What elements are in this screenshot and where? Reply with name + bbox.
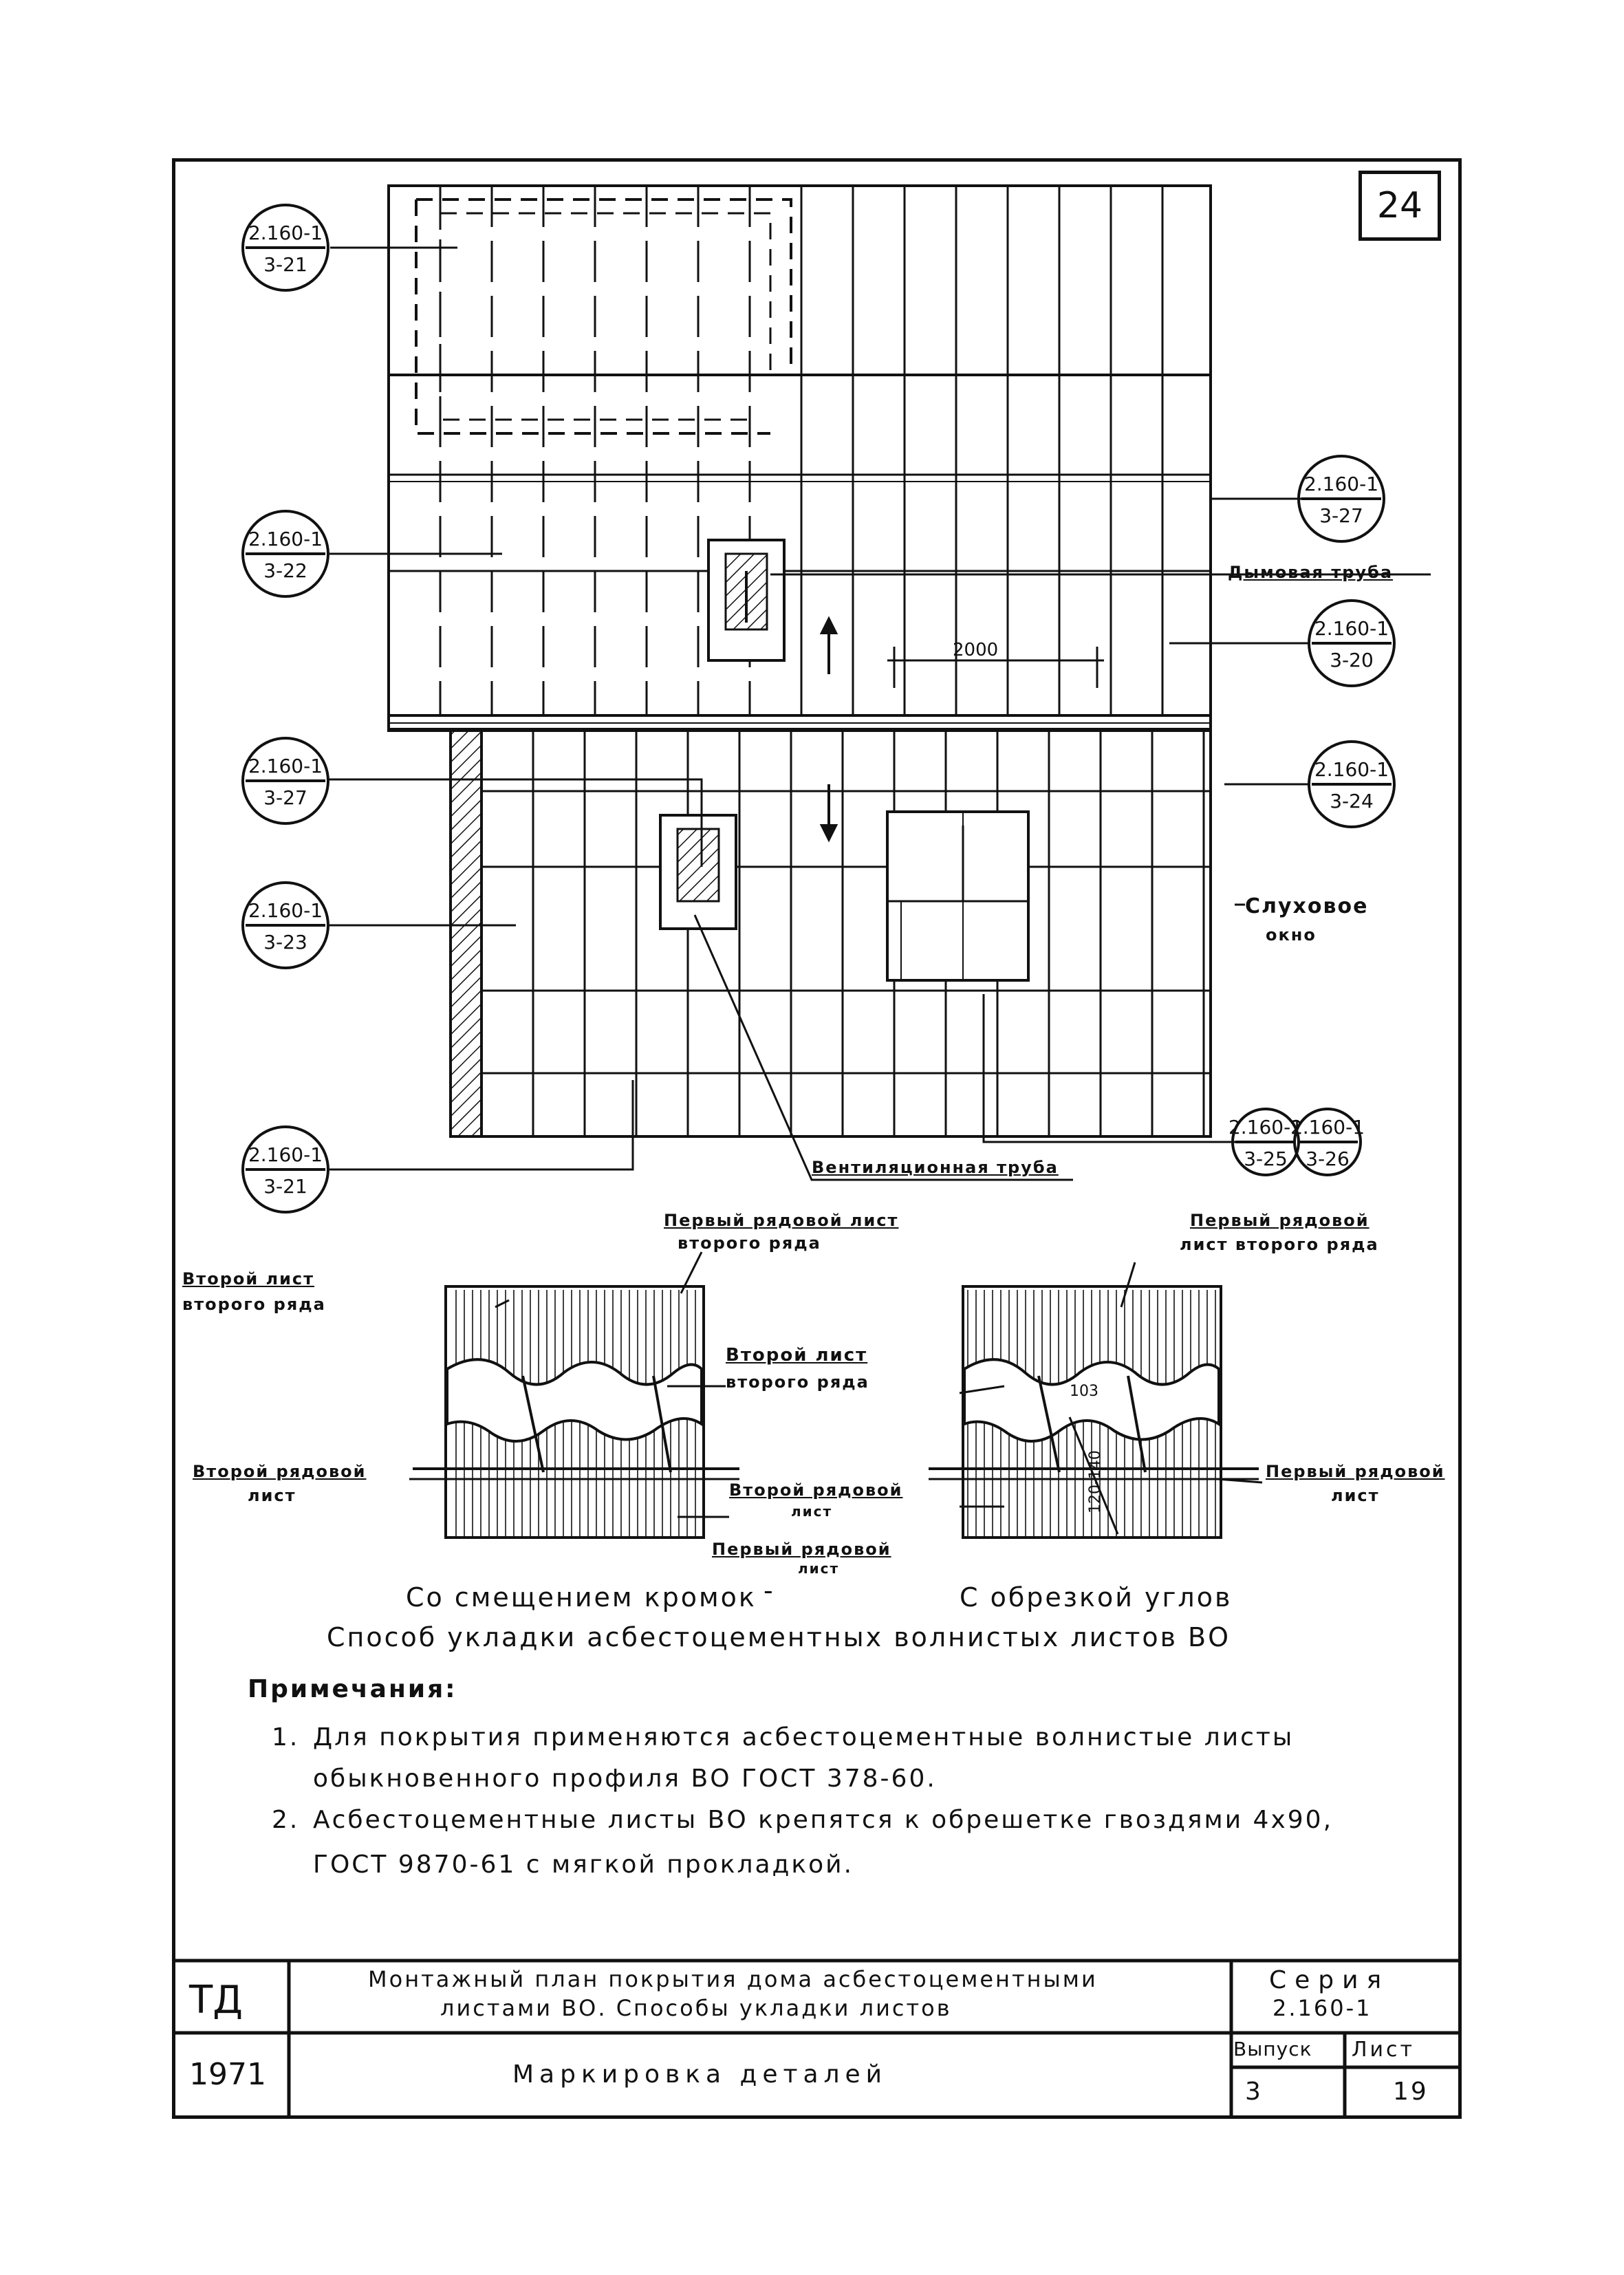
callout-ref-bottom: 3-20 [1330,649,1374,671]
chimney [707,539,786,662]
title-block-lines [175,1959,1458,2115]
right-first-ordinary-second-row-label-1: Первый рядовой [1190,1211,1369,1230]
callout-1: 2.160-1 3-21 [241,204,329,292]
middle-first-ordinary-label-2: лист [798,1560,840,1577]
middle-second-sheet-label-2: второго ряда [726,1372,869,1392]
sheet-label: Лист [1352,2038,1416,2062]
callout-ref-bottom: 3-21 [263,1175,307,1198]
document-code: ТД [189,1978,243,2023]
middle-second-sheet-label-1: Второй лист [726,1345,868,1366]
callout-ref-top: 2.160-1 [248,528,323,550]
lower-roof-plan [449,729,1212,1138]
upper-roof-plan [387,184,1212,732]
callout-ref-top: 2.160-1 [1304,473,1378,495]
callout-ref-top: 2.160-1 [1228,1116,1303,1139]
vent-pipe [659,814,737,930]
callout-ref-top: 2.160-1 [248,222,323,244]
series-label: Серия [1269,1966,1390,1994]
first-ordinary-second-row-label-1: Первый рядовой лист [664,1211,899,1230]
slope-arrows [819,616,838,843]
callout-3: 2.160-1 3-27 [241,737,329,825]
dimension-103: 103 [1070,1383,1098,1400]
callout-ref-top: 2.160-1 [248,755,323,777]
callout-ref-bottom: 3-27 [263,786,307,809]
chimney-label: Дымовая труба [1228,563,1394,582]
dimension-line [887,647,1104,688]
callout-ref-bottom: 3-27 [1319,504,1363,527]
callout-ref-bottom: 3-24 [1330,790,1374,812]
issue-label: Выпуск [1233,2038,1312,2060]
dimension-120-140: 120-140 [1087,1450,1104,1513]
sheet-value: 19 [1393,2078,1429,2106]
second-sheet-second-row-label-2: второго ряда [182,1295,326,1314]
callout-ref-top: 2.160-1 [1314,617,1389,640]
drawing-frame [172,158,1462,2119]
callout-9: 2.160-1 3-25 [1228,1108,1303,1176]
callout-5: 2.160-1 3-21 [241,1125,329,1214]
title-line-1: Монтажный план покрытия дома асбестоцеме… [368,1966,1098,1992]
vent-pipe-label: Вентиляционная труба [812,1158,1059,1177]
callout-2: 2.160-1 3-22 [241,510,329,598]
callout-ref-top: 2.160-1 [248,1143,323,1166]
detail-cut-corners [929,1285,1259,1539]
callout-4: 2.160-1 3-23 [241,881,329,969]
first-ordinary-second-row-label-2: второго ряда [678,1233,821,1253]
callout-ref-top: 2.160-1 [248,899,323,922]
callout-ref-bottom: 3-26 [1306,1147,1350,1170]
series-value: 2.160-1 [1273,1995,1372,2021]
callout-8: 2.160-1 3-24 [1308,740,1396,828]
right-first-ordinary-label-1: Первый рядовой [1266,1462,1445,1481]
dimension-2000: 2000 [953,640,999,660]
callout-10: 2.160-1 3-26 [1290,1108,1365,1176]
note-2-line-2: ГОСТ 9870-61 с мягкой прокладкой. [313,1851,854,1879]
notes-heading: Примечания: [248,1675,457,1703]
note-1-line-1: Для покрытия применяются асбестоцементны… [313,1723,1295,1751]
callout-7: 2.160-1 3-20 [1308,599,1396,687]
callout-ref-bottom: 3-25 [1244,1147,1288,1170]
second-ordinary-label-1: Второй рядовой [193,1462,367,1481]
note-2-number: 2. [272,1806,300,1834]
callout-ref-top: 2.160-1 [1290,1116,1365,1139]
dormer-label-2: окно [1266,925,1317,945]
subtitle: Маркировка деталей [512,2060,888,2089]
dormer-window [886,810,1030,982]
sheet-number: 24 [1376,185,1423,226]
note-1-number: 1. [272,1723,300,1751]
note-1-line-2: обыкновенного профиля ВО ГОСТ 378-60. [313,1765,937,1793]
detail-offset-edges [413,1285,739,1539]
caption-offset-edges: Со смещением кромок [406,1582,757,1613]
right-first-ordinary-second-row-label-2: лист второго ряда [1180,1235,1379,1254]
second-sheet-second-row-label-1: Второй лист [182,1269,315,1289]
title-line-2: листами ВО. Способы укладки листов [440,1995,952,2021]
note-2-line-1: Асбестоцементные листы ВО крепятся к обр… [313,1806,1334,1834]
method-title: Способ укладки асбестоцементных волнисты… [327,1622,1231,1652]
caption-dash: - [764,1575,775,1606]
middle-first-ordinary-label-1: Первый рядовой [712,1540,891,1559]
second-ordinary-label-2: лист [248,1486,296,1505]
callout-ref-top: 2.160-1 [1314,758,1389,781]
year: 1971 [189,2057,266,2092]
leader-lines [327,246,1431,1181]
callout-ref-bottom: 3-23 [263,931,307,953]
detail-leaders [409,1251,1263,1518]
sheet-number-box: 24 [1358,171,1441,241]
right-first-ordinary-label-2: лист [1331,1486,1380,1505]
middle-second-ordinary-label-1: Второй рядовой [729,1480,903,1500]
callout-ref-bottom: 3-21 [263,253,307,276]
callout-6: 2.160-1 3-27 [1297,455,1385,543]
issue-value: 3 [1245,2078,1263,2106]
middle-second-ordinary-label-2: лист [791,1503,833,1520]
callout-group: 2.160-13-212.160-13-222.160-13-272.160-1… [241,204,1396,1214]
dormer-label-1: Слуховое [1245,894,1369,918]
caption-cut-corners: С обрезкой углов [960,1582,1233,1613]
callout-ref-bottom: 3-22 [263,559,307,582]
